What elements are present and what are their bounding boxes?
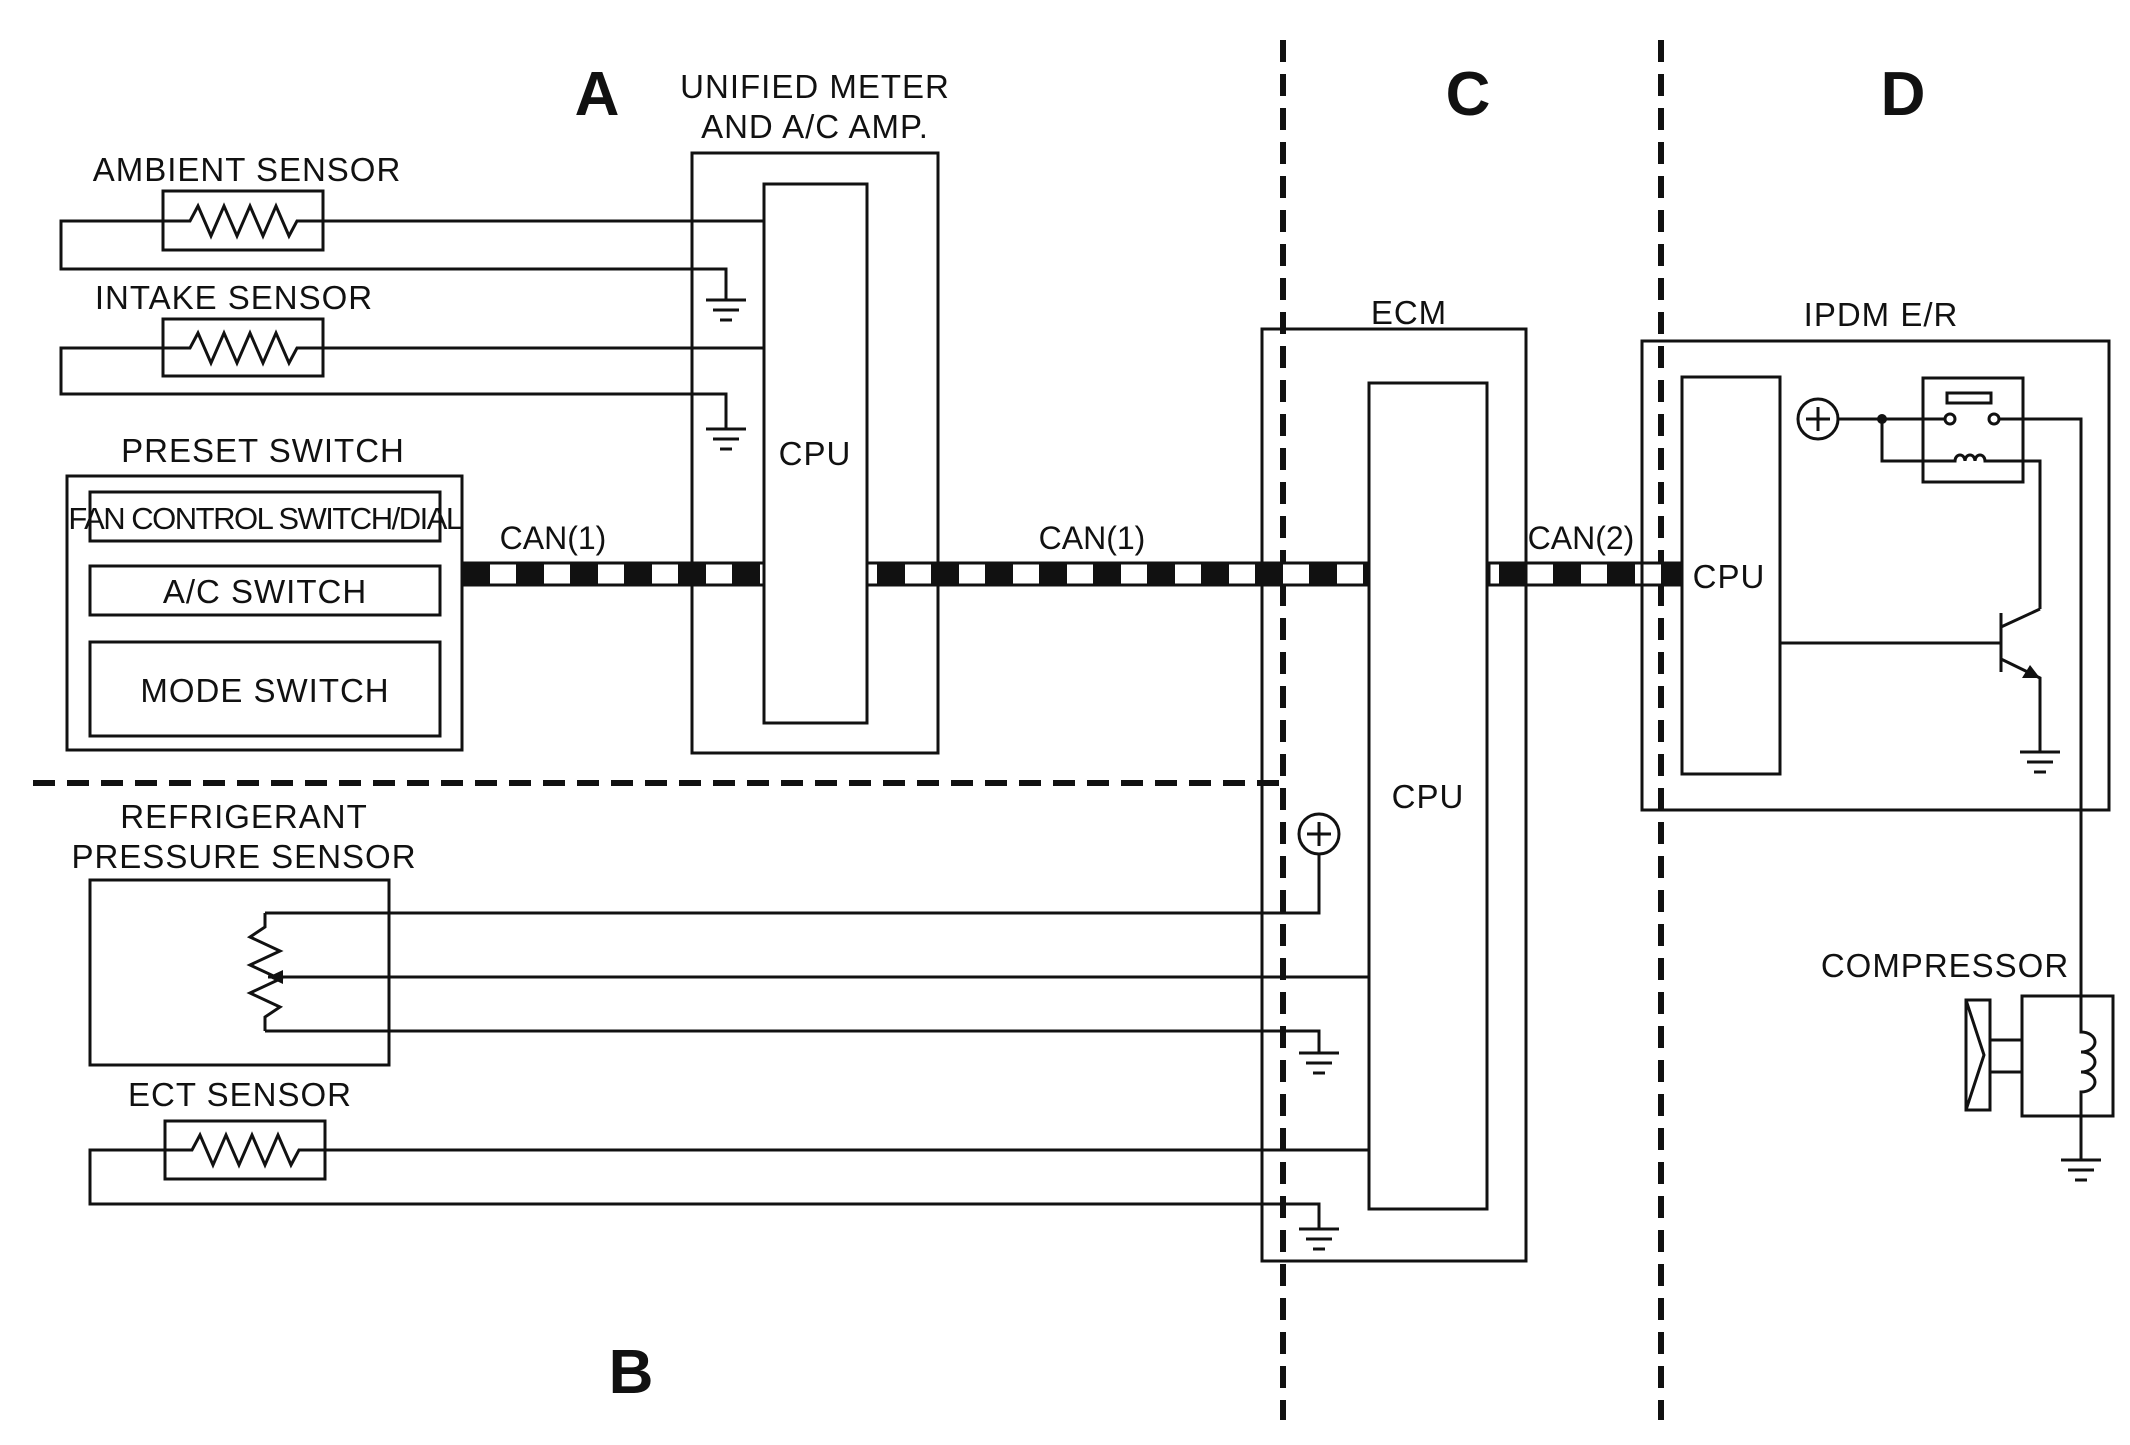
ground-icon: [1299, 1227, 1339, 1251]
zone-label-c: C: [1446, 60, 1491, 129]
compressor-clutch-box: [2020, 994, 2115, 1118]
fan-control-switch-label: FAN CONTROL SWITCH/DIAL: [68, 501, 462, 536]
ground-icon: [706, 298, 746, 322]
ac-switch: [88, 564, 442, 617]
preset-switch: PRESET SWITCH FAN CONTROL SWITCH/DIAL A/…: [65, 432, 464, 752]
refrigerant-pressure-sensor: REFRIGERANT PRESSURE SENSOR: [71, 798, 1369, 1075]
fan-control-switch: [88, 490, 442, 543]
power-supply-icon: [1297, 812, 1341, 856]
ecm-box: [1260, 327, 1528, 1263]
ground-icon: [706, 427, 746, 451]
intake-sensor: INTAKE SENSOR: [59, 279, 764, 451]
unified-meter-cpu-label: CPU: [779, 435, 852, 472]
ipdm-er: IPDM E/R CPU: [1640, 296, 2111, 1012]
can-bus-2: CAN(2): [1487, 520, 1684, 587]
refrigerant-sensor-label-line2: PRESSURE SENSOR: [71, 838, 416, 875]
relay-box: [1921, 376, 2025, 484]
clutch-coil-icon: [2079, 1012, 2097, 1160]
unified-meter-box: [690, 151, 940, 755]
power-supply-icon: [1796, 397, 1840, 441]
relay-icon: [1943, 391, 2001, 463]
unified-meter-ac-amp: UNIFIED METER AND A/C AMP. CPU: [680, 68, 950, 755]
ect-sensor: ECT SENSOR: [88, 1076, 1369, 1251]
refrigerant-sensor-box: [88, 878, 391, 1067]
zone-label-a: A: [575, 60, 620, 129]
zone-label-d: D: [1881, 60, 1926, 129]
intake-sensor-label: INTAKE SENSOR: [95, 279, 373, 316]
intake-sensor-resistor-icon: [163, 329, 323, 367]
ecm-label: ECM: [1371, 294, 1447, 331]
unified-meter-label-line2: AND A/C AMP.: [701, 108, 929, 145]
ground-icon: [1299, 1051, 1339, 1075]
ect-sensor-resistor-icon: [165, 1131, 325, 1169]
ambient-sensor: AMBIENT SENSOR: [59, 151, 764, 322]
compressor: COMPRESSOR: [1821, 947, 2115, 1182]
ipdm-box: [1640, 339, 2111, 812]
ecm-cpu-label: CPU: [1392, 778, 1465, 815]
ecm-cpu-block: [1367, 381, 1489, 1211]
ecm: ECM CPU: [1260, 294, 1528, 1263]
unified-meter-label-line1: UNIFIED METER: [680, 68, 950, 105]
unified-meter-cpu-block: [762, 182, 869, 725]
compressor-label: COMPRESSOR: [1821, 947, 2069, 984]
refrigerant-sensor-label-line1: REFRIGERANT: [120, 798, 368, 835]
ambient-sensor-resistor-icon: [163, 202, 323, 240]
ambient-sensor-label: AMBIENT SENSOR: [93, 151, 402, 188]
ect-sensor-label: ECT SENSOR: [128, 1076, 352, 1113]
preset-switch-box: [65, 474, 464, 752]
potentiometer-icon: [246, 913, 284, 1031]
zone-label-b: B: [609, 1338, 654, 1407]
can-bus-1: CAN(1) CAN(1): [460, 520, 1371, 587]
can-bus-1-label-left: CAN(1): [500, 520, 607, 556]
ground-icon: [2020, 750, 2060, 774]
ground-icon: [2061, 1158, 2101, 1182]
preset-switch-label: PRESET SWITCH: [121, 432, 405, 469]
can-bus-2-label: CAN(2): [1528, 520, 1635, 556]
compressor-pulley-icon: [1964, 998, 1992, 1112]
ipdm-cpu-label: CPU: [1693, 558, 1766, 595]
ac-switch-label: A/C SWITCH: [163, 573, 367, 610]
can-bus-1-label-right: CAN(1): [1039, 520, 1146, 556]
mode-switch-label: MODE SWITCH: [140, 672, 389, 709]
mode-switch: [88, 640, 442, 738]
ipdm-cpu-block: [1680, 375, 1782, 776]
ipdm-label: IPDM E/R: [1804, 296, 1959, 333]
